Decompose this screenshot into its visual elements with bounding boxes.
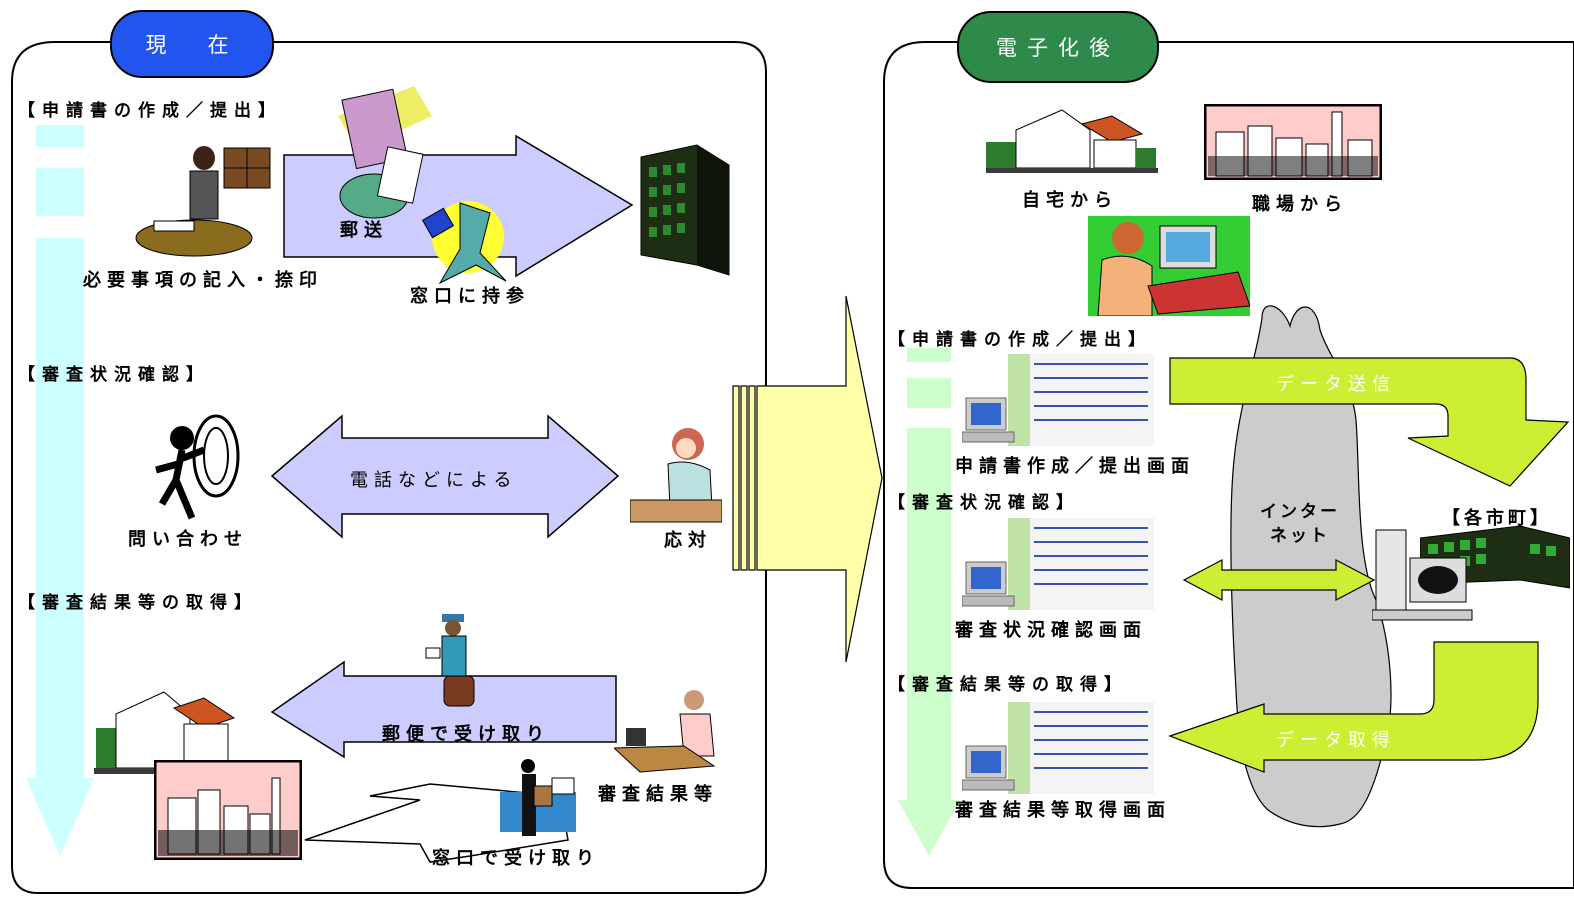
receive-mail-arrow bbox=[270, 660, 617, 759]
city-picture-icon bbox=[154, 760, 302, 860]
home-icon bbox=[986, 108, 1158, 174]
create-screen-icon bbox=[962, 352, 1154, 446]
left-flow-arrow bbox=[26, 125, 94, 856]
left-panel-title: 現 在 bbox=[110, 10, 274, 78]
result-screen-label: 審査結果等取得画面 bbox=[955, 800, 1171, 821]
receive-window-label: 窓口で受け取り bbox=[432, 848, 600, 869]
internet-arrow bbox=[1182, 559, 1376, 601]
internet-label-line1: インター bbox=[1260, 502, 1340, 522]
respond-label: 応対 bbox=[664, 530, 712, 551]
inquiry-label: 問い合わせ bbox=[128, 529, 248, 550]
right-panel-frame bbox=[883, 41, 1574, 889]
send-data-arrow bbox=[1169, 357, 1570, 487]
from-home-label: 自宅から bbox=[1022, 190, 1118, 211]
phone-label: 電話などによる bbox=[350, 470, 518, 491]
desk-worker-icon bbox=[134, 143, 274, 265]
get-data-label: データ取得 bbox=[1276, 730, 1396, 751]
mail-computer-icon bbox=[328, 86, 436, 226]
internet-label: インター ネット bbox=[1260, 500, 1340, 548]
phone-caller-icon bbox=[152, 408, 244, 524]
municipality-label: 【各市町】 bbox=[1442, 508, 1552, 529]
receptionist-icon bbox=[630, 418, 722, 524]
right-section-status: 【審査状況確認】 bbox=[888, 493, 1080, 513]
phone-arrow bbox=[270, 414, 620, 539]
runner-icon bbox=[420, 193, 516, 285]
transition-arrow bbox=[732, 295, 883, 663]
internet-label-line2: ネット bbox=[1270, 526, 1330, 546]
mail-label: 郵送 bbox=[340, 220, 388, 241]
get-data-arrow bbox=[1168, 641, 1539, 773]
right-flow-arrow bbox=[898, 348, 960, 856]
bring-window-label: 窓口に持参 bbox=[410, 286, 530, 307]
left-panel-frame bbox=[11, 41, 767, 894]
workplace-icon bbox=[1204, 104, 1382, 180]
fill-seal-label: 必要事項の記入・捺印 bbox=[83, 270, 323, 291]
mail-carrier-icon bbox=[422, 612, 482, 710]
server-computer-icon bbox=[1372, 528, 1476, 622]
computer-user-icon bbox=[1088, 216, 1250, 316]
right-section-create: 【申請書の作成／提出】 bbox=[888, 330, 1152, 350]
create-screen-label: 申請書作成／提出画面 bbox=[955, 456, 1195, 477]
status-screen-icon bbox=[962, 516, 1154, 610]
internet-cloud bbox=[1230, 305, 1392, 828]
left-section-create: 【申請書の作成／提出】 bbox=[18, 101, 282, 121]
reviewer-icon bbox=[614, 686, 718, 782]
status-screen-label: 審査状況確認画面 bbox=[955, 620, 1147, 641]
result-screen-icon bbox=[962, 700, 1154, 794]
receive-mail-label: 郵便で受け取り bbox=[382, 724, 550, 745]
left-section-result: 【審査結果等の取得】 bbox=[18, 593, 258, 613]
send-data-label: データ送信 bbox=[1276, 374, 1396, 395]
from-work-label: 職場から bbox=[1252, 194, 1348, 215]
left-section-status: 【審査状況確認】 bbox=[18, 365, 210, 385]
businessman-icon bbox=[496, 758, 580, 858]
right-panel-title: 電子化後 bbox=[957, 11, 1159, 83]
office-building-icon bbox=[637, 137, 733, 277]
review-results-label: 審査結果等 bbox=[598, 784, 718, 805]
right-section-result: 【審査結果等の取得】 bbox=[888, 675, 1128, 695]
